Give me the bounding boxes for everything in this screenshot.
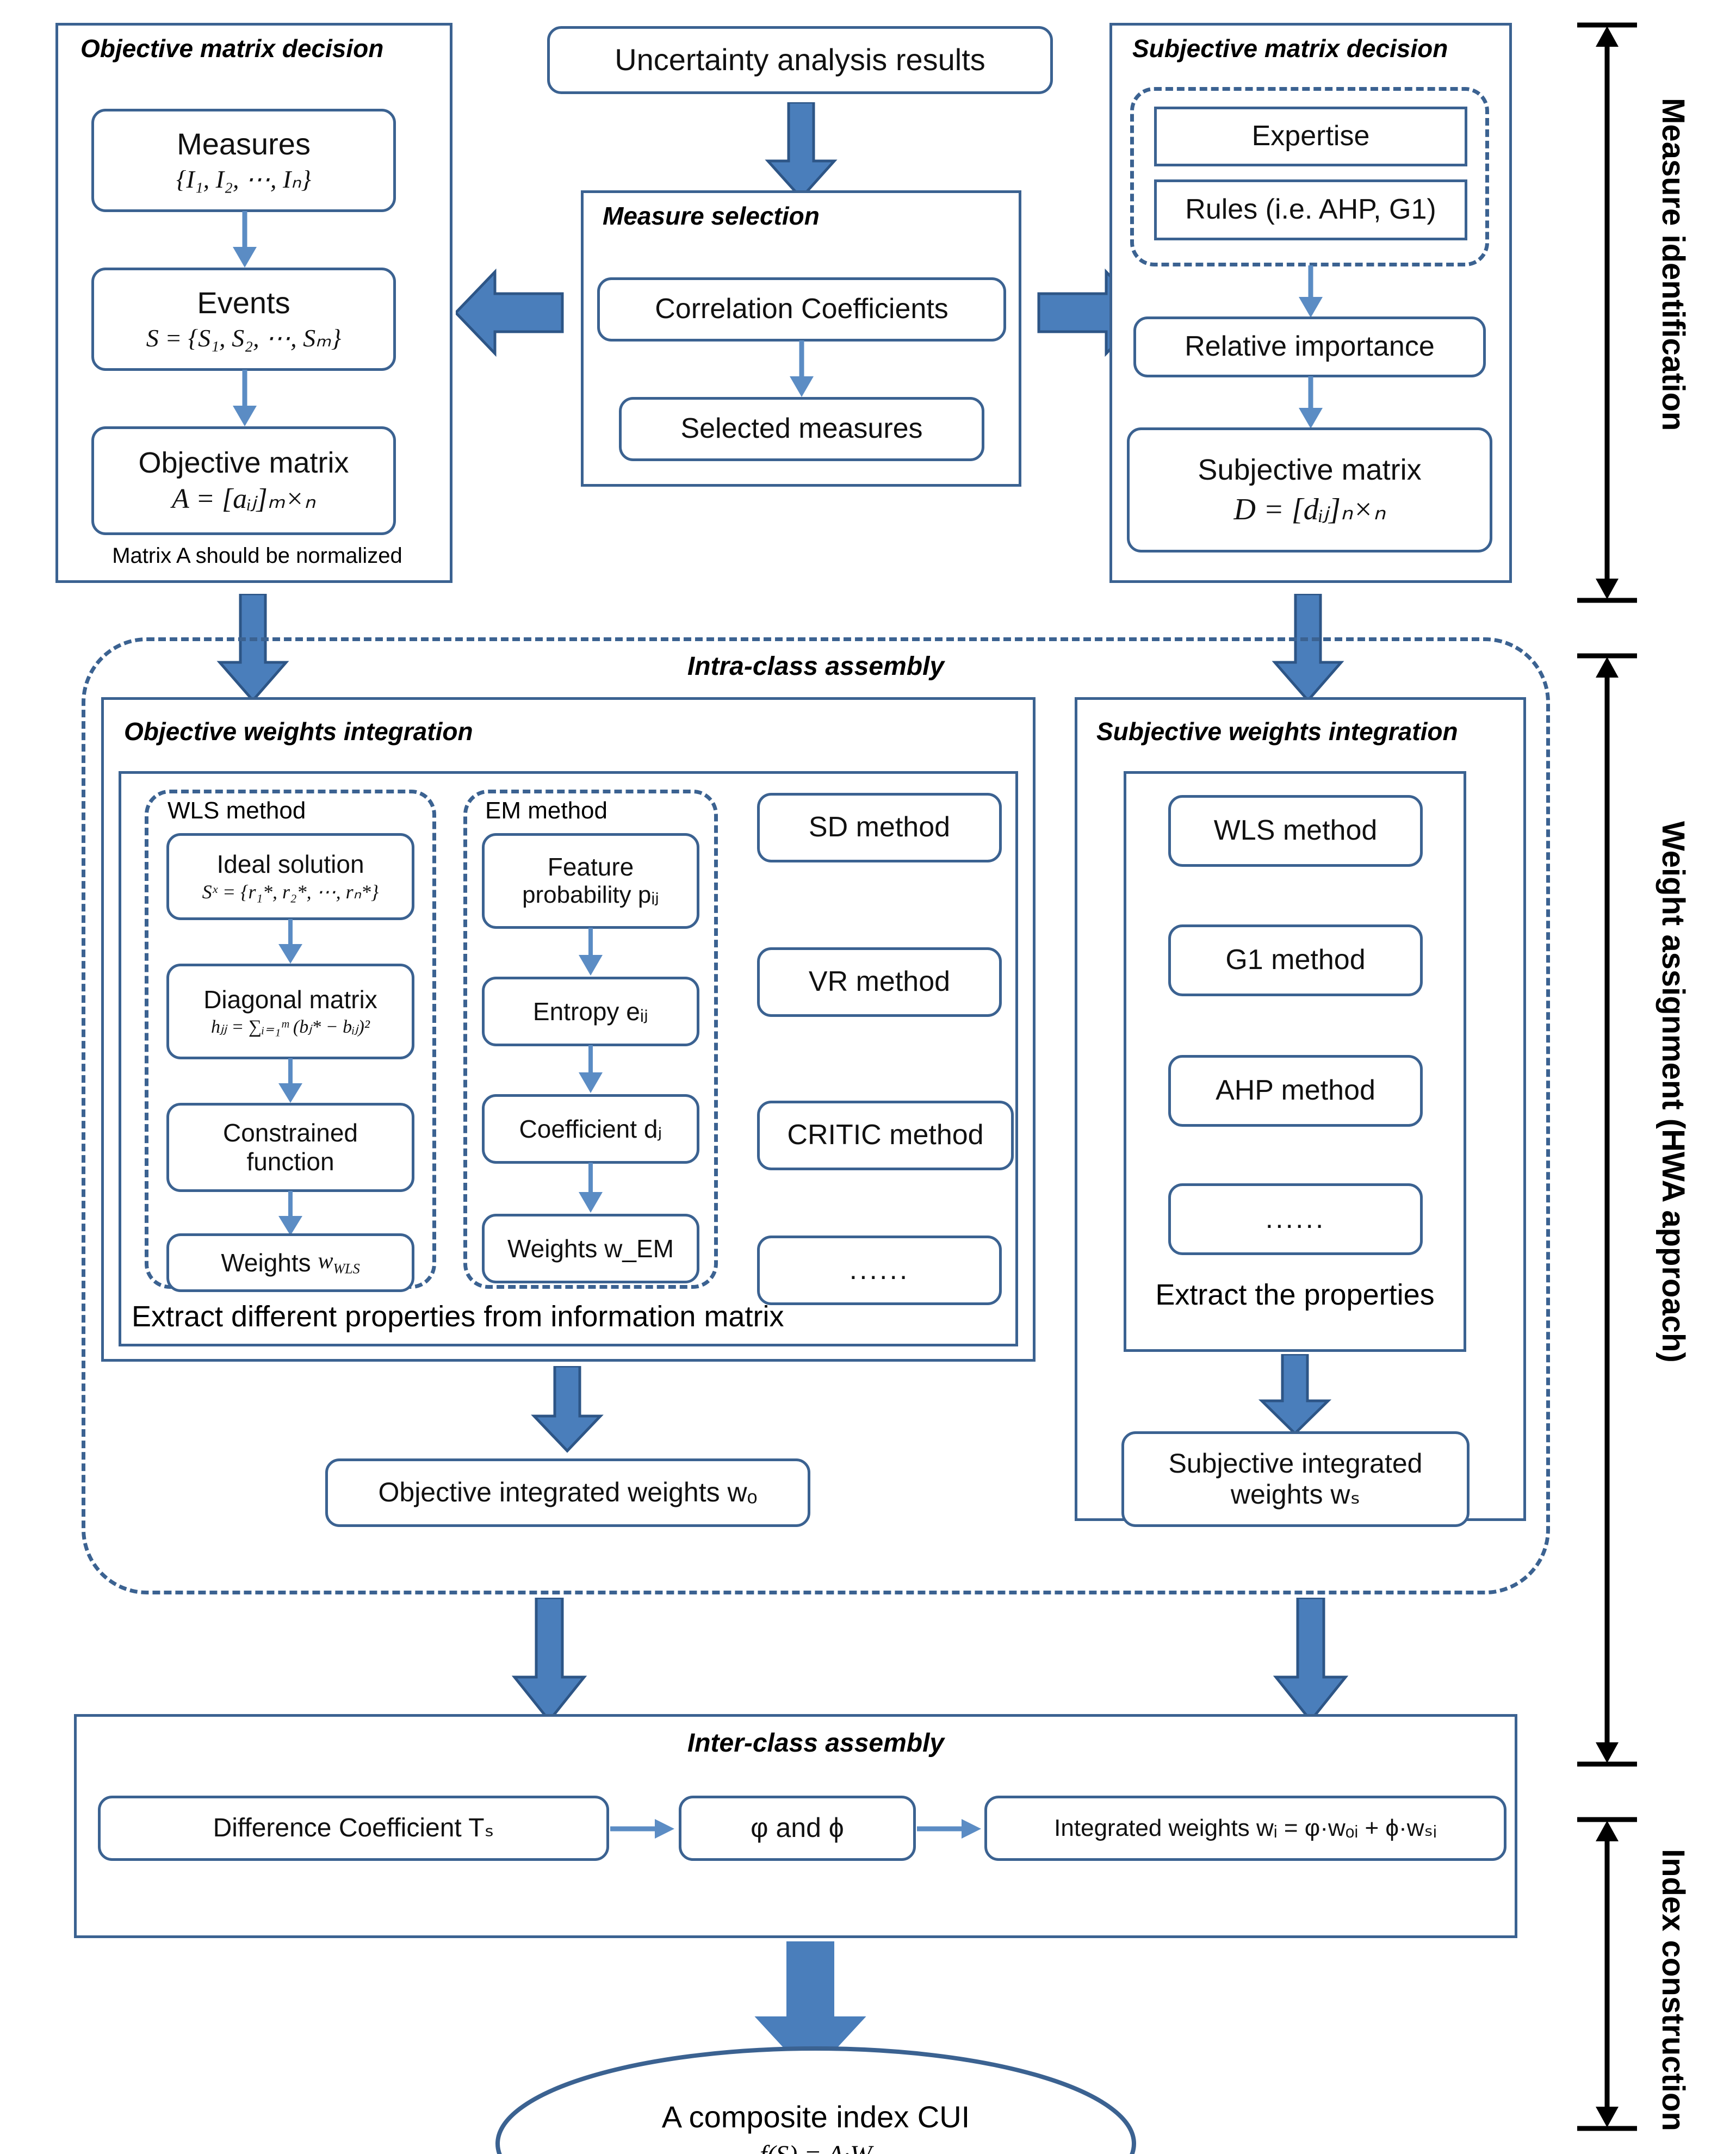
intra-class-assembly-container xyxy=(82,637,1550,1594)
phi-and-varphi-node[interactable]: φ and ϕ xyxy=(679,1796,916,1861)
subjective-matrix-formula: D = [dᵢⱼ]ₙ×ₙ xyxy=(1233,492,1386,526)
objective-integrated-weights-node[interactable]: Objective integrated weights wₒ xyxy=(325,1458,810,1527)
events-node[interactable]: Events S = {S₁, S₂, ⋯, Sₘ} xyxy=(91,268,396,371)
constrained-function-node[interactable]: Constrained function xyxy=(166,1103,414,1192)
measures-node[interactable]: Measures {I₁, I₂, ⋯, Iₙ} xyxy=(91,109,396,212)
dimension-measure-identification xyxy=(1577,22,1637,603)
expertise-node[interactable]: Expertise xyxy=(1154,107,1467,166)
entropy-node[interactable]: Entropy eᵢⱼ xyxy=(482,977,699,1046)
coefficient-node[interactable]: Coefficient dⱼ xyxy=(482,1094,699,1164)
diagonal-matrix-label: Diagonal matrix xyxy=(203,985,377,1014)
dimension-weight-assignment xyxy=(1577,653,1637,1767)
wls-method-title: WLS method xyxy=(168,797,306,824)
objective-matrix-formula: A = [aᵢⱼ]ₘ×ₙ xyxy=(172,483,315,515)
extract-the-properties-caption: Extract the properties xyxy=(1155,1278,1435,1311)
intra-class-assembly-title: Intra-class assembly xyxy=(687,652,945,681)
expertise-rules-group xyxy=(1130,87,1489,266)
events-label: Events xyxy=(197,285,290,320)
ideal-solution-node[interactable]: Ideal solution Sˣ = {r₁*, r₂*, ⋯, rₙ*} xyxy=(166,833,414,920)
constrained-line2: function xyxy=(246,1147,334,1176)
side-label-weight-assignment: Weight assignment (HWA approach) xyxy=(1656,821,1691,1363)
arrow-coefficient-to-weights-em xyxy=(579,1163,603,1213)
weights-wls-label: Weights xyxy=(221,1248,318,1277)
subjective-matrix-label: Subjective matrix xyxy=(1198,453,1422,486)
subjective-integrated-weights-node[interactable]: Subjective integrated weights wₛ xyxy=(1121,1431,1470,1527)
block-arrow-objective-to-interclass xyxy=(511,1598,587,1723)
arrow-diagonal-to-constrained xyxy=(278,1058,302,1103)
side-label-measure-identification: Measure identification xyxy=(1656,98,1691,431)
integrated-weights-node[interactable]: Integrated weights wᵢ = φ·wₒᵢ + ϕ·wₛᵢ xyxy=(984,1796,1506,1861)
subjective-more-methods-node[interactable]: ...... xyxy=(1168,1183,1423,1255)
subjective-wls-method-node[interactable]: WLS method xyxy=(1168,795,1423,867)
relative-importance-node[interactable]: Relative importance xyxy=(1133,316,1486,377)
vr-method-node[interactable]: VR method xyxy=(757,947,1002,1017)
weights-em-node[interactable]: Weights w_EM xyxy=(482,1214,699,1283)
selected-measures-node[interactable]: Selected measures xyxy=(619,397,984,461)
arrow-events-to-objective-matrix xyxy=(233,370,257,426)
critic-method-node[interactable]: CRITIC method xyxy=(757,1101,1014,1170)
arrow-constrained-to-weights-wls xyxy=(278,1191,302,1236)
subjective-matrix-decision-title: Subjective matrix decision xyxy=(1132,34,1448,63)
rules-node[interactable]: Rules (i.e. AHP, G1) xyxy=(1154,179,1467,240)
subjective-weights-line2: weights wₛ xyxy=(1230,1479,1361,1510)
weights-wls-symbol: wWLS xyxy=(318,1249,360,1277)
constrained-line1: Constrained xyxy=(222,1119,358,1147)
composite-index-line1: A composite index CUI xyxy=(661,2100,970,2134)
measure-selection-title: Measure selection xyxy=(603,202,820,230)
arrow-measures-to-events xyxy=(233,211,257,268)
objective-matrix-node[interactable]: Objective matrix A = [aᵢⱼ]ₘ×ₙ xyxy=(91,426,396,535)
arrow-feature-to-entropy xyxy=(579,928,603,976)
diagonal-matrix-formula: hⱼⱼ = ∑ᵢ₌₁ᵐ (bⱼ* − bᵢⱼ)² xyxy=(211,1016,370,1037)
subjective-g1-method-node[interactable]: G1 method xyxy=(1168,924,1423,996)
inter-class-assembly-title: Inter-class assembly xyxy=(687,1729,945,1758)
block-arrow-objective-down xyxy=(216,594,289,703)
arrow-ideal-to-diagonal xyxy=(278,919,302,964)
arrow-correlation-to-selected xyxy=(790,340,814,397)
arrow-entropy-to-coefficient xyxy=(579,1045,603,1093)
objective-more-methods-node[interactable]: ...... xyxy=(757,1236,1002,1305)
em-method-group xyxy=(463,790,718,1289)
events-formula: S = {S₁, S₂, ⋯, Sₘ} xyxy=(146,324,342,352)
objective-matrix-decision-title: Objective matrix decision xyxy=(80,34,384,63)
measures-formula: {I₁, I₂, ⋯, Iₙ} xyxy=(176,165,312,193)
block-arrow-results-to-measure-selection xyxy=(765,102,838,200)
objective-matrix-label: Objective matrix xyxy=(138,446,349,480)
block-arrow-to-objective-panel xyxy=(456,268,564,357)
arrow-rules-to-relative-importance xyxy=(1299,265,1323,318)
subjective-weights-line1: Subjective integrated xyxy=(1168,1448,1423,1479)
feature-probability-node[interactable]: Feature probability pᵢⱼ xyxy=(482,833,699,929)
composite-index-text: A composite index CUI f(S) = A·W xyxy=(522,2094,1109,2154)
subjective-ahp-method-node[interactable]: AHP method xyxy=(1168,1055,1423,1127)
diagonal-matrix-node[interactable]: Diagonal matrix hⱼⱼ = ∑ᵢ₌₁ᵐ (bⱼ* − bᵢⱼ)² xyxy=(166,964,414,1059)
side-label-index-construction: Index construction xyxy=(1656,1849,1691,2131)
difference-coefficient-node[interactable]: Difference Coefficient Tₛ xyxy=(98,1796,609,1861)
block-arrow-to-subjective-weights xyxy=(1258,1354,1332,1436)
arrow-difference-to-phi xyxy=(610,1819,674,1839)
block-arrow-to-objective-weights xyxy=(531,1366,604,1453)
weights-wls-node[interactable]: Weights wWLS xyxy=(166,1233,414,1292)
subjective-weights-integration-title: Subjective weights integration xyxy=(1096,717,1458,746)
uncertainty-analysis-results-node[interactable]: Uncertainty analysis results xyxy=(547,26,1053,94)
objective-weights-integration-title: Objective weights integration xyxy=(124,717,473,746)
extract-properties-caption: Extract different properties from inform… xyxy=(132,1300,784,1333)
feature-line2: probability pᵢⱼ xyxy=(522,882,659,909)
block-arrow-subjective-to-interclass xyxy=(1273,1598,1349,1723)
ideal-solution-formula: Sˣ = {r₁*, r₂*, ⋯, rₙ*} xyxy=(202,880,379,903)
em-method-title: EM method xyxy=(485,797,607,824)
measures-label: Measures xyxy=(177,127,311,162)
block-arrow-to-composite-index xyxy=(754,1941,866,2077)
correlation-coefficients-node[interactable]: Correlation Coefficients xyxy=(597,277,1006,342)
sd-method-node[interactable]: SD method xyxy=(757,793,1002,862)
arrow-phi-to-integrated xyxy=(917,1819,981,1839)
composite-index-formula: f(S) = A·W xyxy=(760,2140,872,2154)
ideal-solution-label: Ideal solution xyxy=(216,849,364,878)
subjective-matrix-node[interactable]: Subjective matrix D = [dᵢⱼ]ₙ×ₙ xyxy=(1127,427,1492,553)
block-arrow-subjective-down xyxy=(1272,594,1344,703)
composite-index-ellipse xyxy=(495,2046,1136,2154)
arrow-relative-importance-to-subjective-matrix xyxy=(1299,376,1323,429)
feature-line1: Feature xyxy=(547,853,634,882)
matrix-normalized-footnote: Matrix A should be normalized xyxy=(112,544,402,568)
dimension-index-construction xyxy=(1577,1817,1637,2131)
